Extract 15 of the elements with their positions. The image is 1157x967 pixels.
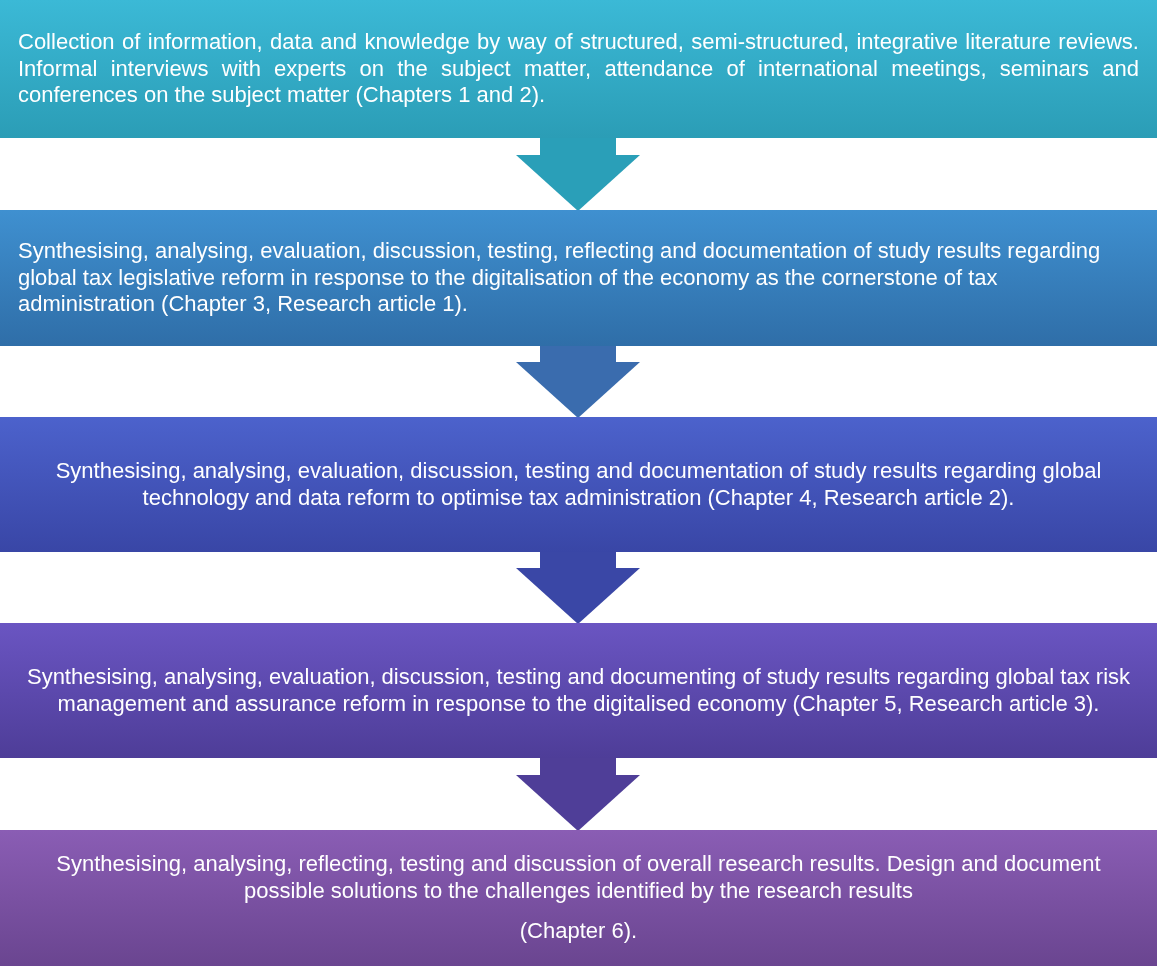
- down-arrow: [516, 758, 640, 831]
- box-text: Collection of information, data and knowledge by way of structured, semi-structured, integrative literature reviews. Informal interviews with experts on the subject matter, attendance of international meetings, seminars and conferences on the subject matter (Chapters 1 and 2).: [18, 29, 1139, 109]
- box-text: (Chapter 6).: [518, 918, 639, 945]
- box-text: Synthesising, analysing, evaluation, discussion, testing, reflecting and documentation of study results regarding global tax legislative reform in response to the digitalisation of the economy as the cornerstone of tax administration (Chapter 3, Research article 1).: [18, 238, 1102, 318]
- down-arrow: [516, 346, 640, 418]
- process-box: [0, 830, 1157, 966]
- box-text: Synthesising, analysing, evaluation, discussion, testing and documenting of study results regarding global tax risk management and assurance reform in response to the digitalised economy (Chapter 5, Research article 3).: [25, 664, 1132, 717]
- down-arrow: [516, 138, 640, 211]
- process-box: [0, 417, 1157, 552]
- process-box: [0, 210, 1157, 346]
- process-box: [0, 0, 1157, 138]
- down-arrow: [516, 552, 640, 624]
- process-box: [0, 623, 1157, 758]
- box-text: Synthesising, analysing, evaluation, discussion, testing and documentation of study results regarding global technology and data reform to optimise tax administration (Chapter 4, Research article 2).: [54, 458, 1103, 511]
- box-text: Synthesising, analysing, reflecting, testing and discussion of overall research results. Design and document possible solutions to the challenges identified by the research results: [55, 851, 1102, 905]
